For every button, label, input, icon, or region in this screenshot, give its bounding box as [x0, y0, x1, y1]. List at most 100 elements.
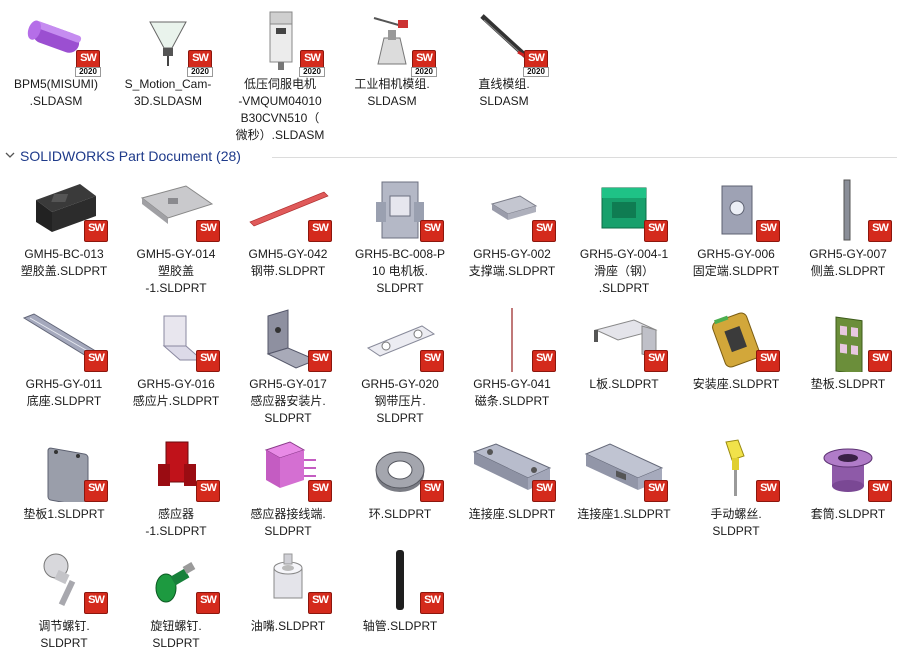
grease-nipple-icon: [273, 553, 303, 599]
hand-screw-icon: [725, 439, 745, 496]
group-divider: [272, 157, 897, 158]
file-name: 感应器 -1.SLDPRT: [145, 507, 207, 538]
solidworks-badge-icon: SW: [84, 592, 108, 614]
adjust-screw-icon: [43, 553, 76, 607]
solidworks-badge-icon: SW: [644, 220, 668, 242]
file-thumbnail: SW: [576, 308, 672, 372]
file-item[interactable]: SW GRH5-GY-020 钢带压片. SLDPRT: [344, 308, 456, 427]
file-name: 垫板1.SLDPRT: [23, 507, 105, 521]
solidworks-badge-icon: SW: [196, 220, 220, 242]
file-item[interactable]: SW GRH5-GY-011 底座.SLDPRT: [8, 308, 120, 410]
group-header-part-documents[interactable]: SOLIDWORKS Part Document (28): [0, 146, 897, 168]
file-item[interactable]: SW 垫板1.SLDPRT: [8, 438, 120, 523]
file-item[interactable]: SW 套筒.SLDPRT: [792, 438, 897, 523]
solidworks-badge-icon: SW: [868, 220, 892, 242]
file-thumbnail: SW: [240, 438, 336, 502]
file-thumbnail: SW: [16, 308, 112, 372]
file-item[interactable]: SW 轴管.SLDPRT: [344, 550, 456, 635]
file-thumbnail: SW: [240, 550, 336, 614]
file-name: L板.SLDPRT: [589, 377, 659, 391]
solidworks-badge-icon: SW: [308, 350, 332, 372]
knob-screw-icon: [155, 562, 196, 603]
industrial-camera-assembly-icon: [373, 17, 408, 65]
chevron-down-icon[interactable]: [5, 150, 15, 160]
solidworks-badge-icon: SW: [84, 350, 108, 372]
solidworks-badge-icon: SW: [532, 480, 556, 502]
file-thumbnail: SW: [240, 178, 336, 242]
file-item[interactable]: SW 环.SLDPRT: [344, 438, 456, 523]
file-thumbnail: SW: [688, 178, 784, 242]
fixed-end-icon: [721, 185, 753, 235]
solidworks-badge-icon: SW: [532, 350, 556, 372]
file-thumbnail: SW: [464, 438, 560, 502]
file-item[interactable]: SW GRH5-GY-041 磁条.SLDPRT: [456, 308, 568, 410]
file-name: 低压伺服电机 -VMQUM04010 B30CVN510（ 微秒）.SLDASM: [235, 77, 325, 142]
file-thumbnail: SW: [16, 438, 112, 502]
file-name: GRH5-GY-041 磁条.SLDPRT: [473, 377, 551, 408]
file-item[interactable]: SW GRH5-GY-006 固定端.SLDPRT: [680, 178, 792, 280]
purple-cylinder-assembly-icon: [27, 20, 82, 53]
servo-motor-assembly-icon: [269, 11, 293, 70]
file-name: GRH5-GY-004-1 滑座（钢） .SLDPRT: [579, 247, 669, 295]
gray-plastic-cover-icon: [140, 185, 214, 224]
file-name: GMH5-GY-014 塑胶盖 -1.SLDPRT: [136, 247, 216, 295]
file-item[interactable]: SW 垫板.SLDPRT: [792, 308, 897, 393]
solidworks-badge-icon: SW: [644, 480, 668, 502]
file-thumbnail: SW: [576, 438, 672, 502]
file-name: 油嘴.SLDPRT: [250, 619, 326, 633]
file-item[interactable]: SW 安装座.SLDPRT: [680, 308, 792, 393]
solidworks-badge-icon: SW: [84, 480, 108, 502]
file-item[interactable]: SW 连接座1.SLDPRT: [568, 438, 680, 523]
file-item[interactable]: SW GMH5-GY-042 钢带.SLDPRT: [232, 178, 344, 280]
file-item[interactable]: SW 感应器 -1.SLDPRT: [120, 438, 232, 540]
file-item[interactable]: SW 调节螺钉. SLDPRT: [8, 550, 120, 652]
file-thumbnail: SW: [128, 308, 224, 372]
file-item[interactable]: SW GMH5-GY-014 塑胶盖 -1.SLDPRT: [120, 178, 232, 297]
file-thumbnail: SW: [240, 308, 336, 372]
solidworks-badge-icon: SW: [196, 592, 220, 614]
file-item[interactable]: SW 旋钮螺钉. SLDPRT: [120, 550, 232, 652]
file-name: GRH5-BC-008-P 10 电机板. SLDPRT: [354, 247, 446, 295]
solidworks-badge-icon: SW: [420, 220, 444, 242]
solidworks-badge-icon: SW: [644, 350, 668, 372]
file-item[interactable]: SW GRH5-GY-017 感应器安装片. SLDPRT: [232, 308, 344, 427]
solidworks-badge-icon: SW: [868, 480, 892, 502]
file-name: 感应器接线端. SLDPRT: [250, 507, 326, 538]
solidworks-badge-icon: SW: [756, 350, 780, 372]
file-item[interactable]: SW GRH5-GY-007 侧盖.SLDPRT: [792, 178, 897, 280]
file-item[interactable]: SW GRH5-GY-002 支撑端.SLDPRT: [456, 178, 568, 280]
file-name: S_Motion_Cam- 3D.SLDASM: [124, 77, 212, 108]
file-thumbnail: SW: [128, 550, 224, 614]
file-item[interactable]: SW GMH5-BC-013 塑胶盖.SLDPRT: [8, 178, 120, 280]
file-item[interactable]: SW 感应器接线端. SLDPRT: [232, 438, 344, 540]
file-item[interactable]: SW 油嘴.SLDPRT: [232, 550, 344, 635]
file-name: 直线模组. SLDASM: [478, 77, 530, 108]
file-item[interactable]: SW GRH5-BC-008-P 10 电机板. SLDPRT: [344, 178, 456, 297]
solidworks-badge-icon: SW: [84, 220, 108, 242]
solidworks-badge-icon: SW: [756, 220, 780, 242]
file-item[interactable]: SW GRH5-GY-004-1 滑座（钢） .SLDPRT: [568, 178, 680, 297]
solidworks-badge-icon: SW: [196, 350, 220, 372]
file-item[interactable]: SW 手动螺丝. SLDPRT: [680, 438, 792, 540]
file-thumbnail: SW: [688, 308, 784, 372]
file-item[interactable]: SW L板.SLDPRT: [568, 308, 680, 393]
solidworks-badge-icon: SW: [308, 480, 332, 502]
ring-icon: [375, 451, 425, 492]
file-thumbnail: SW: [800, 438, 896, 502]
file-thumbnail: SW: [800, 178, 896, 242]
green-shim-plate-icon: [835, 316, 863, 372]
file-item[interactable]: SW GRH5-GY-016 感应片.SLDPRT: [120, 308, 232, 410]
file-name: 垫板.SLDPRT: [810, 377, 886, 391]
sensor-sheet-icon: [162, 315, 204, 361]
red-sensor-icon: [158, 441, 196, 486]
file-thumbnail: SW: [800, 308, 896, 372]
solidworks-badge-icon: SW: [308, 220, 332, 242]
file-item[interactable]: SW 连接座.SLDPRT: [456, 438, 568, 523]
